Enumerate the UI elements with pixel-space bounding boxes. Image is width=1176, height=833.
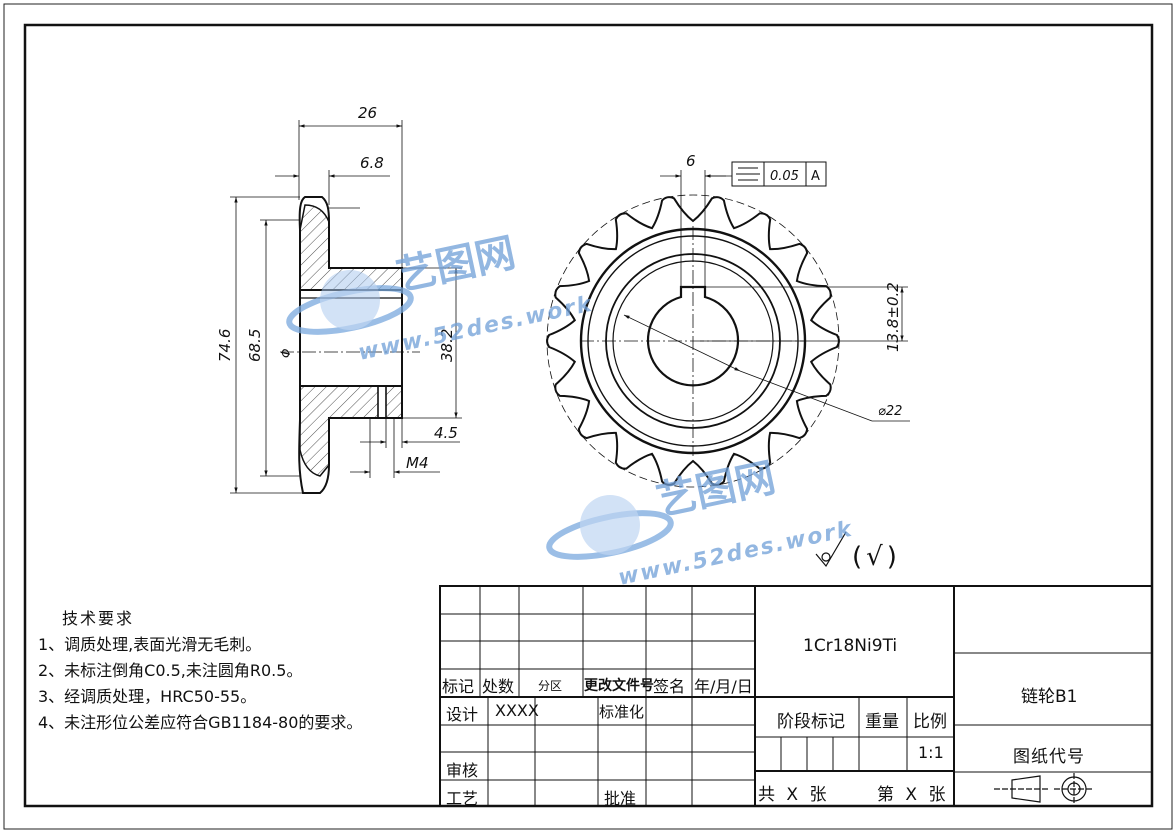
dim-38-2: 38.2 (438, 329, 456, 362)
tb-approve: 批准 (604, 789, 637, 808)
tb-mark: 标记 (442, 677, 475, 696)
tb-drawing-code: 图纸代号 (1013, 747, 1085, 767)
technical-requirements: 技术要求 1、调质处理,表面光滑无毛刺。 2、未标注倒角C0.5,未注圆角R0.… (38, 606, 362, 736)
watermark-brand-bottom: 艺图网 (653, 455, 780, 525)
tech-req-item: 3、经调质处理，HRC50-55。 (38, 687, 257, 706)
surface-finish-note: (√) (852, 542, 901, 572)
tb-sheet-number: 第 X 张 (877, 785, 949, 805)
watermark-bottom: 艺图网 www.52des.work (546, 455, 856, 591)
dim-m4: M4 (406, 454, 429, 472)
tb-date: 年/月/日 (694, 677, 753, 696)
watermark-url-top: www.52des.work (356, 292, 596, 366)
dim-6-8: 6.8 (360, 154, 384, 172)
dim-key-width: 6 (686, 152, 696, 170)
outer-border (3, 3, 1173, 830)
tb-designer: XXXX (495, 701, 539, 720)
tb-zone: 分区 (538, 679, 563, 693)
tech-req-item: 2、未标注倒角C0.5,未注圆角R0.5。 (38, 661, 303, 680)
dim-74-6: 74.6 (216, 329, 234, 362)
tb-weight: 重量 (865, 712, 899, 732)
front-dimensions (623, 170, 910, 422)
dim-bore: ⌀22 (878, 404, 902, 419)
tech-req-title: 技术要求 (62, 609, 135, 628)
tb-stage-mark: 阶段标记 (777, 712, 845, 732)
dim-26: 26 (358, 104, 377, 122)
side-dimensions (230, 120, 462, 494)
watermark-url-bottom: www.52des.work (616, 517, 856, 591)
dim-phi: Φ (279, 349, 293, 358)
tb-change-doc: 更改文件号 (584, 678, 654, 694)
tb-material: 1Cr18Ni9Ti (803, 636, 898, 656)
dim-4-5: 4.5 (434, 424, 458, 442)
tb-design: 设计 (446, 705, 479, 724)
tolerance-value: 0.05 (770, 169, 799, 184)
tech-req-item: 4、未注形位公差应符合GB1184-80的要求。 (38, 713, 363, 732)
tb-count: 处数 (482, 677, 515, 696)
dim-key-depth: 13.8±0.2 (884, 282, 902, 352)
tb-review: 审核 (446, 761, 479, 780)
tb-standardize: 标准化 (599, 703, 645, 721)
dim-68-5: 68.5 (246, 329, 264, 362)
tb-scale: 比例 (913, 712, 947, 732)
tb-sign: 签名 (653, 677, 686, 696)
tb-process: 工艺 (446, 789, 479, 808)
tb-scale-value: 1:1 (918, 743, 944, 762)
tb-total-sheets: 共 X 张 (758, 785, 830, 805)
tolerance-datum: A (811, 169, 820, 184)
surface-finish-symbol (815, 531, 847, 568)
tolerance-frame: 0.05 A (731, 161, 827, 187)
tech-req-item: 1、调质处理,表面光滑无毛刺。 (38, 635, 262, 654)
title-block-grid (439, 585, 1153, 807)
tb-part-name: 链轮B1 (1021, 687, 1078, 707)
projection-symbol-icon (994, 773, 1094, 805)
